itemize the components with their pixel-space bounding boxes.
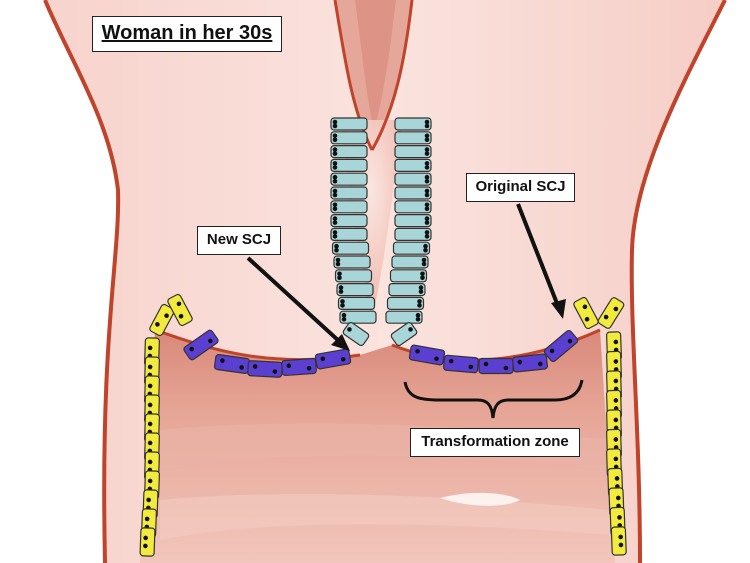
- canal-inner: [355, 0, 396, 130]
- metaplastic-cell: [281, 357, 317, 377]
- columnar-cell: [390, 321, 418, 347]
- columnar-cell: [330, 172, 368, 186]
- columnar-cell: [394, 186, 432, 200]
- squamous-cell: [610, 526, 627, 556]
- metaplastic-epithelium-right: [408, 329, 579, 375]
- columnar-cell: [391, 255, 429, 269]
- transformation-zone-label: Transformation zone: [410, 428, 580, 457]
- title-label: Woman in her 30s: [92, 16, 282, 52]
- columnar-cell: [330, 131, 368, 145]
- metaplastic-cell: [478, 357, 514, 375]
- metaplastic-epithelium-left: [183, 329, 352, 378]
- original-scj-arrow: [516, 203, 566, 319]
- columnar-cell: [336, 283, 374, 297]
- squamous-cell: [573, 296, 599, 330]
- columnar-cell: [330, 186, 368, 200]
- squamous-epithelium-right: [573, 296, 627, 556]
- metaplastic-cell: [314, 348, 352, 370]
- squamous-epithelium-left: [139, 293, 193, 557]
- columnar-cell: [394, 117, 432, 131]
- columnar-cell: [331, 241, 370, 255]
- columnar-cell: [394, 158, 432, 172]
- new-scj-arrow: [246, 256, 350, 351]
- columnar-cell: [394, 227, 432, 241]
- metaplastic-cell: [183, 329, 219, 361]
- new-scj-label: New SCJ: [197, 226, 281, 255]
- columnar-cell: [330, 117, 368, 131]
- columnar-cell: [394, 131, 432, 145]
- original-scj-label: Original SCJ: [466, 173, 575, 202]
- columnar-cell: [330, 145, 368, 159]
- columnar-cell: [394, 200, 432, 214]
- columnar-cell: [342, 321, 370, 347]
- highlight: [440, 492, 520, 506]
- metaplastic-cell: [408, 344, 446, 366]
- columnar-cell: [330, 214, 368, 228]
- columnar-cell: [389, 269, 428, 283]
- columnar-cell: [333, 255, 371, 269]
- columnar-cell: [330, 200, 368, 214]
- columnar-epithelium-right: [385, 117, 432, 347]
- fold-2: [160, 494, 610, 540]
- title-text: Woman in her 30s: [101, 22, 273, 44]
- columnar-cell: [330, 158, 368, 172]
- squamous-cell: [149, 303, 175, 337]
- squamous-cell: [139, 527, 156, 557]
- columnar-cell: [330, 227, 368, 241]
- columnar-cell: [385, 310, 423, 324]
- canal-outline-right: [370, 0, 414, 151]
- metaplastic-cell: [512, 353, 548, 373]
- columnar-cell: [337, 296, 376, 310]
- metaplastic-cell: [543, 329, 579, 363]
- squamous-cell: [597, 297, 625, 329]
- metaplastic-cell: [443, 354, 479, 374]
- columnar-cell: [386, 296, 425, 310]
- columnar-cell: [394, 172, 432, 186]
- columnar-cell: [334, 269, 373, 283]
- columnar-epithelium-left: [330, 117, 377, 347]
- columnar-cell: [394, 214, 432, 228]
- columnar-cell: [394, 145, 432, 159]
- outer-outline-right: [629, 0, 727, 563]
- columnar-cell: [388, 283, 426, 297]
- metaplastic-cell: [247, 360, 283, 378]
- columnar-cell: [339, 310, 377, 324]
- squamous-cell: [167, 293, 193, 327]
- transformation-zone-bracket: [403, 379, 584, 419]
- outer-outline-left: [43, 0, 121, 563]
- columnar-cell: [392, 241, 431, 255]
- metaplastic-cell: [213, 353, 251, 375]
